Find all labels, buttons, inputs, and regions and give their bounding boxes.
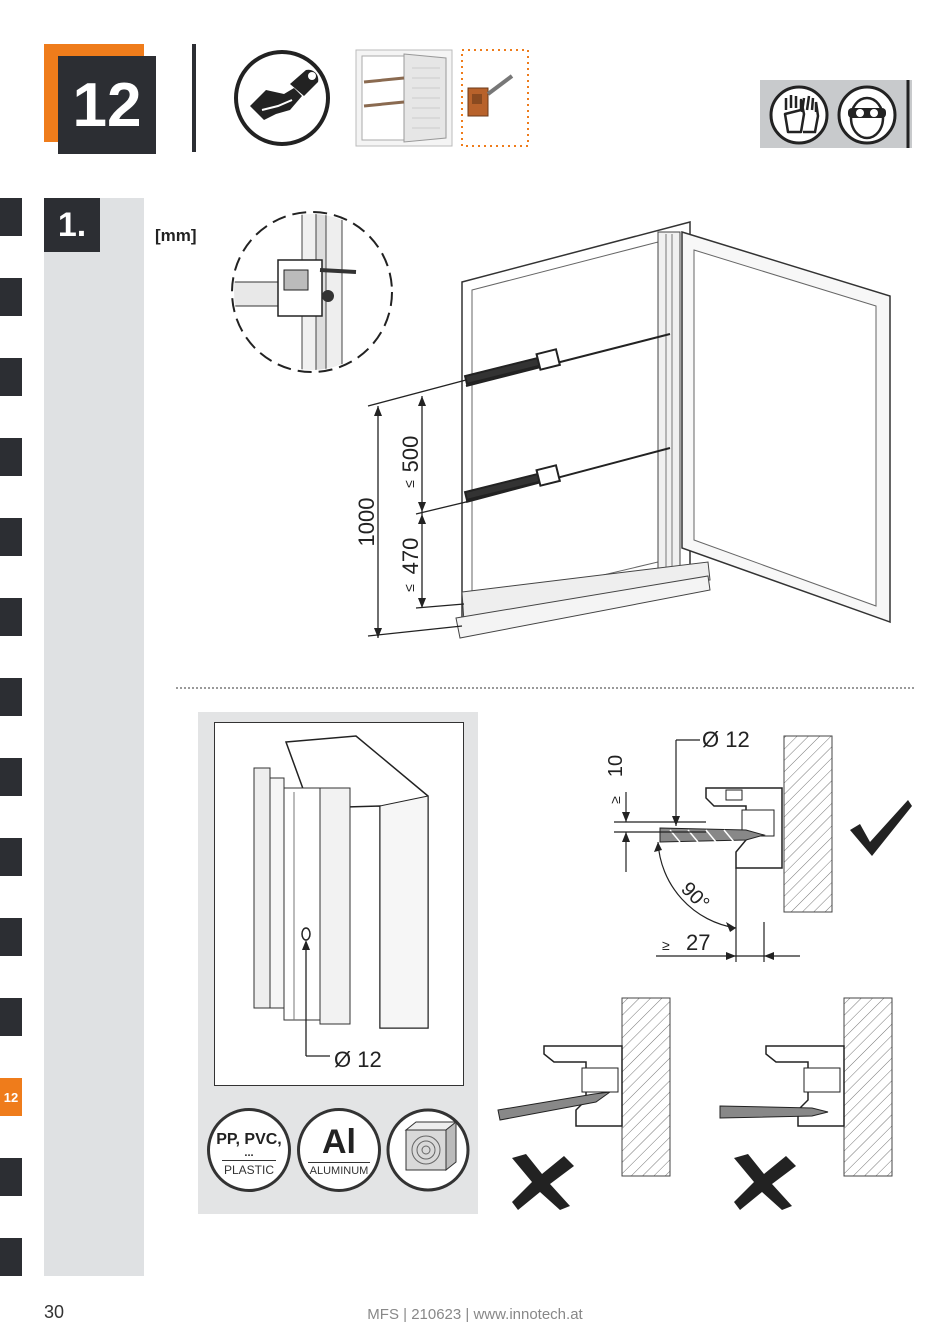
drilling-correct-diagram: Ø 12 10 ≥ 90° ≥ 27: [605, 727, 833, 962]
side-tab[interactable]: [0, 438, 22, 476]
drill-diameter-label: Ø 12: [702, 727, 750, 752]
dim-upper: 500: [398, 436, 423, 473]
safety-goggles-icon: [837, 85, 897, 145]
window-thumbnail: [355, 49, 453, 147]
dim-total: 1000: [354, 498, 379, 547]
material-plastic-main: PP, PVC,: [216, 1131, 282, 1148]
cross-icon: [512, 1154, 574, 1210]
bracket-thumbnail: [461, 49, 529, 147]
material-al-main: Al: [322, 1123, 356, 1161]
unit-label: [mm]: [155, 226, 197, 245]
material-plastic-extra: ...: [244, 1147, 254, 1159]
side-tab[interactable]: [0, 918, 22, 956]
header-divider: [192, 44, 196, 152]
dim-lower-prefix: ≤: [401, 584, 417, 592]
side-tab[interactable]: [0, 838, 22, 876]
footer-text: MFS | 210623 | www.innotech.at: [367, 1306, 583, 1323]
side-tab[interactable]: [0, 1238, 22, 1276]
depth-prefix: ≥: [662, 937, 670, 953]
cross-icon: [734, 1154, 796, 1210]
step-number: 12: [58, 56, 156, 154]
material-plastic-sub: PLASTIC: [222, 1160, 276, 1177]
plastic-icon: PP, PVC, ... PLASTIC: [207, 1108, 291, 1192]
depth-label: 27: [686, 930, 710, 955]
min-edge-label: 10: [605, 755, 627, 777]
min-edge-prefix: ≥: [607, 796, 623, 804]
dim-lower: 470: [398, 538, 423, 575]
side-tab[interactable]: [0, 598, 22, 636]
profile-drawing: Ø 12: [253, 735, 429, 1072]
side-tab[interactable]: [0, 758, 22, 796]
check-icon: [850, 800, 912, 856]
substep-label: 1.: [44, 198, 100, 252]
window-diagram: 1000 500 ≤ 470 ≤: [231, 211, 891, 639]
drilling-wrong-diagram-2: [719, 997, 893, 1177]
angle-label: 90°: [676, 878, 713, 915]
side-tab[interactable]: [0, 678, 22, 716]
page-number: 30: [44, 1302, 65, 1322]
side-tab[interactable]: [0, 278, 22, 316]
section-divider: [176, 687, 914, 689]
install-tool-icon: [234, 50, 330, 146]
material-al-sub: ALUMINUM: [308, 1162, 370, 1177]
gloves-icon: [769, 85, 829, 145]
side-tab[interactable]: [0, 1158, 22, 1196]
sidebar-column: [44, 198, 144, 1276]
aluminum-icon: Al ALUMINUM: [297, 1108, 381, 1192]
drilling-wrong-diagram-1: [497, 997, 671, 1177]
side-tab[interactable]: [0, 198, 22, 236]
side-tab[interactable]: [0, 358, 22, 396]
dim-upper-prefix: ≤: [401, 480, 417, 488]
hole-diameter-label: Ø 12: [334, 1047, 382, 1072]
side-tab[interactable]: [0, 518, 22, 556]
wood-icon: [386, 1108, 470, 1192]
side-tab[interactable]: [0, 998, 22, 1036]
side-tab-active[interactable]: 12: [0, 1078, 22, 1116]
